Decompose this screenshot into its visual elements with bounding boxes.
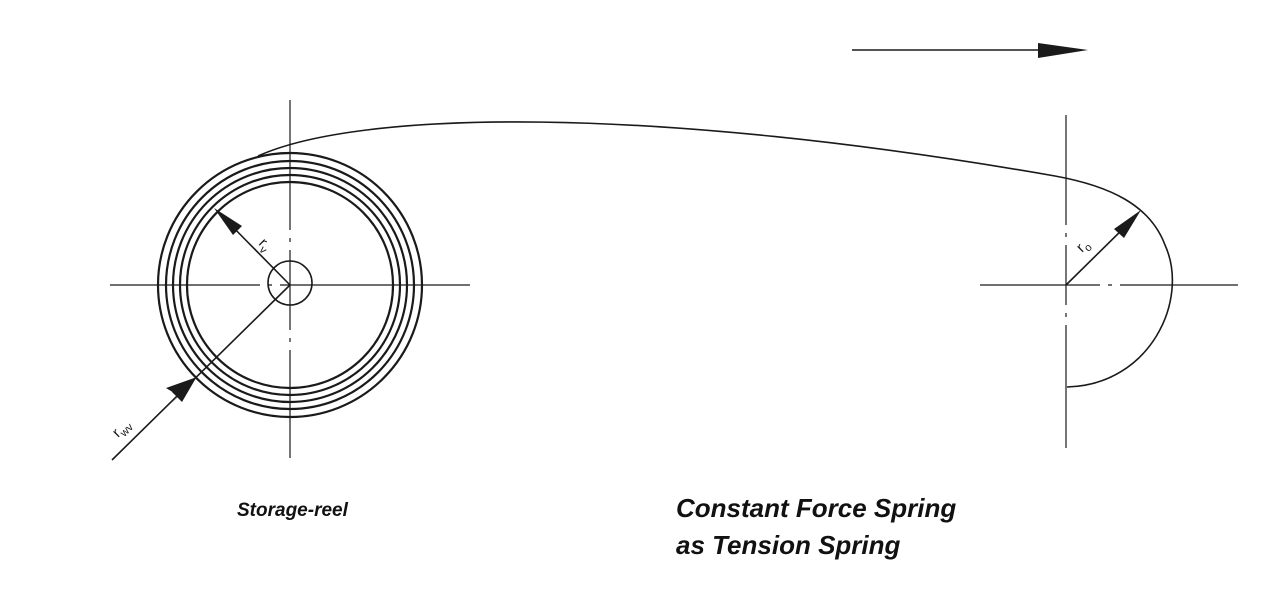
drum-centerlines (980, 115, 1238, 448)
storage-reel-caption: Storage-reel (237, 500, 348, 521)
rv-radius-arrow (214, 208, 291, 286)
reel-hub (267, 260, 313, 306)
direction-arrow (852, 43, 1088, 58)
rwv-radius-arrow (111, 284, 291, 461)
ro-label: ro (1073, 236, 1095, 258)
ro-radius-arrow (1065, 210, 1141, 286)
rwv-label: rwv (109, 415, 137, 443)
title-line-2: as Tension Spring (676, 530, 901, 560)
rv-label: rv (253, 235, 275, 257)
title-line-1: Constant Force Spring (676, 493, 957, 523)
diagram-title: Constant Force Spring as Tension Spring (676, 490, 956, 564)
storage-reel-coils (156, 151, 424, 419)
spring-band (257, 121, 1174, 388)
